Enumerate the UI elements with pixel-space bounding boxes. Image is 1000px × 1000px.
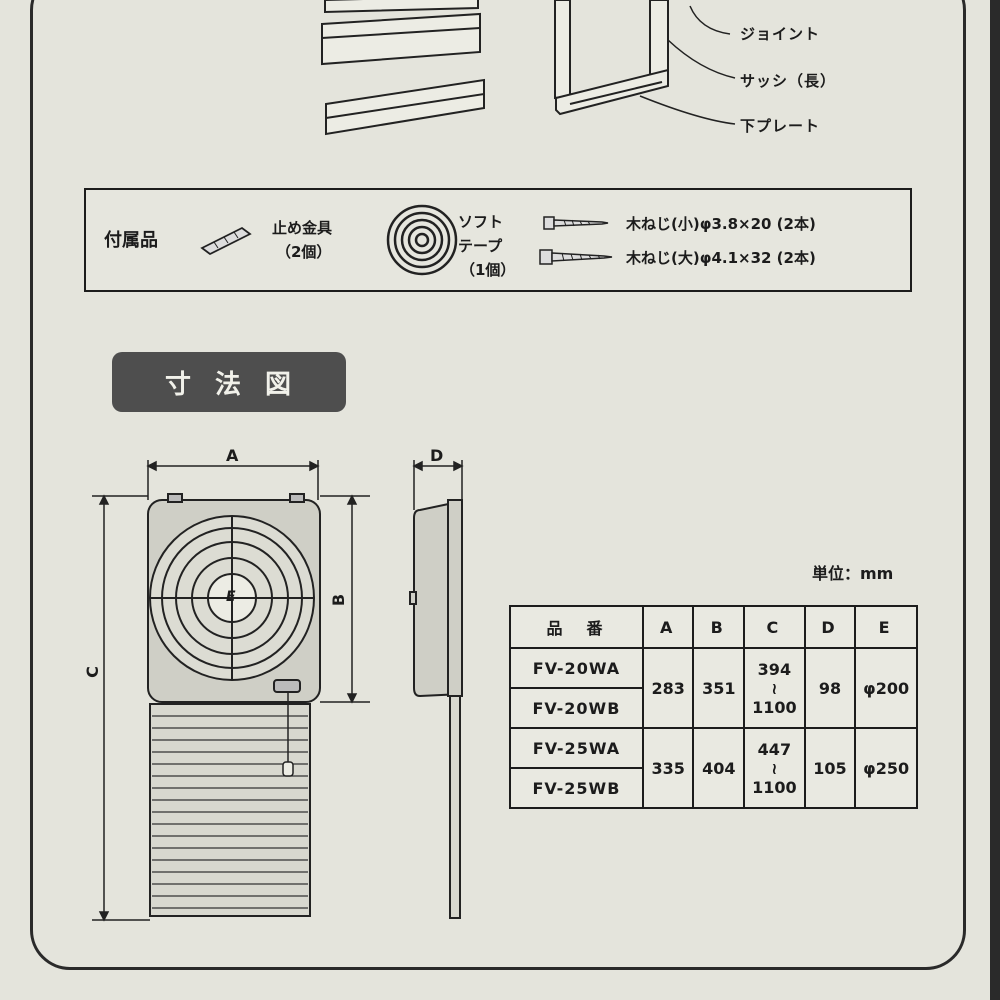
value-b: 404 bbox=[692, 727, 746, 809]
value-d: 98 bbox=[803, 647, 857, 729]
louver-slats-drawing bbox=[321, 0, 485, 136]
dim-d-label: D bbox=[430, 446, 445, 465]
soft-tape-icon bbox=[386, 204, 458, 276]
model-cell: FV-25WB bbox=[509, 767, 644, 809]
page-edge bbox=[990, 0, 1000, 1000]
model-cell: FV-20WA bbox=[509, 647, 644, 689]
value-a: 335 bbox=[641, 727, 695, 809]
c-sep: ≀ bbox=[771, 758, 778, 778]
dim-b-label: B bbox=[329, 592, 349, 607]
table-row: FV-20WA 283 351 394 ≀ 1100 98 φ200 bbox=[509, 647, 918, 729]
accessories-box: 付属品 止め金具 （2個） ソフト テープ （1個） 木ねじ(小)φ3.8×20… bbox=[84, 188, 912, 292]
bracket-qty: （2個） bbox=[276, 243, 332, 261]
value-b: 351 bbox=[692, 647, 746, 729]
label-bottom-plate: 下プレート bbox=[740, 117, 821, 135]
dimension-title: 寸法図 bbox=[112, 352, 346, 412]
table-row: FV-20WB bbox=[509, 687, 917, 729]
spec-table: 品 番 A B C D E FV-20WA 283 351 394 ≀ 1100… bbox=[509, 605, 918, 809]
tape-name-2: テープ bbox=[458, 237, 503, 255]
c-min: 394 bbox=[757, 659, 792, 679]
fan-e-mark: E bbox=[226, 589, 237, 605]
c-min: 447 bbox=[757, 739, 792, 759]
model-cell: FV-25WA bbox=[509, 727, 644, 769]
c-max: 1100 bbox=[752, 777, 797, 797]
model-cell: FV-20WB bbox=[509, 687, 644, 729]
accessories-title: 付属品 bbox=[104, 230, 158, 251]
header-c: C bbox=[743, 605, 806, 649]
value-c: 447 ≀ 1100 bbox=[743, 727, 806, 809]
bracket-name: 止め金具 bbox=[272, 219, 333, 237]
table-row: FV-25WB bbox=[509, 767, 917, 809]
value-d: 105 bbox=[803, 727, 857, 809]
c-sep: ≀ bbox=[771, 678, 778, 698]
c-max: 1100 bbox=[752, 697, 797, 717]
dim-c-label: C bbox=[82, 665, 102, 678]
dim-a-label: A bbox=[226, 446, 240, 465]
screw-small-text: 木ねじ(小)φ3.8×20 (2本) bbox=[626, 215, 816, 233]
value-c: 394 ≀ 1100 bbox=[743, 647, 806, 729]
table-row: FV-25WA 335 404 447 ≀ 1100 105 φ250 bbox=[509, 727, 918, 809]
table-header-row: 品 番 A B C D E bbox=[509, 605, 918, 649]
screw-large-text: 木ねじ(大)φ4.1×32 (2本) bbox=[626, 249, 816, 267]
sash-frame-drawing bbox=[554, 0, 669, 116]
value-a: 283 bbox=[641, 647, 695, 729]
header-b: B bbox=[692, 605, 746, 649]
unit-label: 単位：mm bbox=[812, 564, 894, 583]
tape-qty: （1個） bbox=[460, 261, 516, 279]
parts-illustration bbox=[321, 0, 736, 136]
value-e: φ200 bbox=[854, 647, 918, 729]
header-a: A bbox=[641, 605, 695, 649]
header-e: E bbox=[854, 605, 918, 649]
page-frame bbox=[30, 0, 966, 970]
header-d: D bbox=[803, 605, 857, 649]
bracket-icon bbox=[200, 226, 252, 256]
value-e: φ250 bbox=[854, 727, 918, 809]
callout-lines bbox=[639, 5, 736, 125]
label-sash: サッシ（長） bbox=[740, 72, 837, 90]
label-joint: ジョイント bbox=[740, 25, 821, 43]
tape-name-1: ソフト bbox=[458, 213, 504, 231]
large-screw-icon bbox=[539, 249, 613, 265]
header-model: 品 番 bbox=[509, 605, 644, 649]
small-screw-icon bbox=[543, 216, 609, 230]
